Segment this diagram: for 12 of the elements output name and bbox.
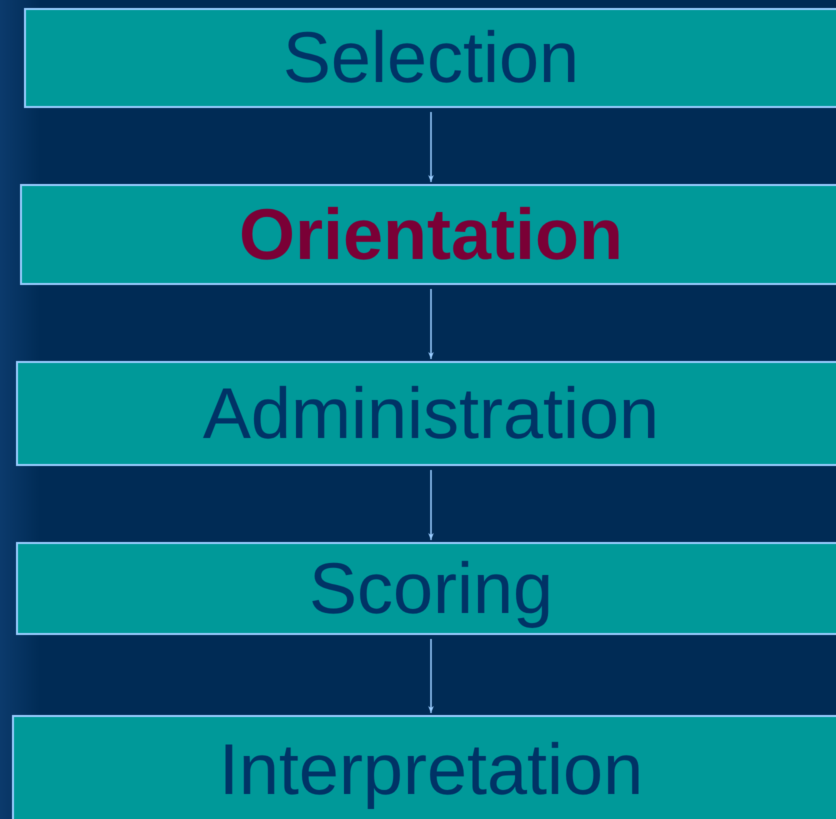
arrow (428, 639, 434, 713)
step-box (12, 715, 836, 819)
step-label: Selection (282, 22, 580, 94)
step-label: Administration (202, 378, 660, 450)
arrow (428, 289, 434, 359)
step-box (16, 542, 836, 635)
step-box (16, 361, 836, 466)
step-box (24, 8, 836, 108)
step-box (20, 184, 836, 285)
arrow (428, 470, 434, 540)
arrow (428, 112, 434, 182)
step-label: Orientation (238, 198, 623, 270)
